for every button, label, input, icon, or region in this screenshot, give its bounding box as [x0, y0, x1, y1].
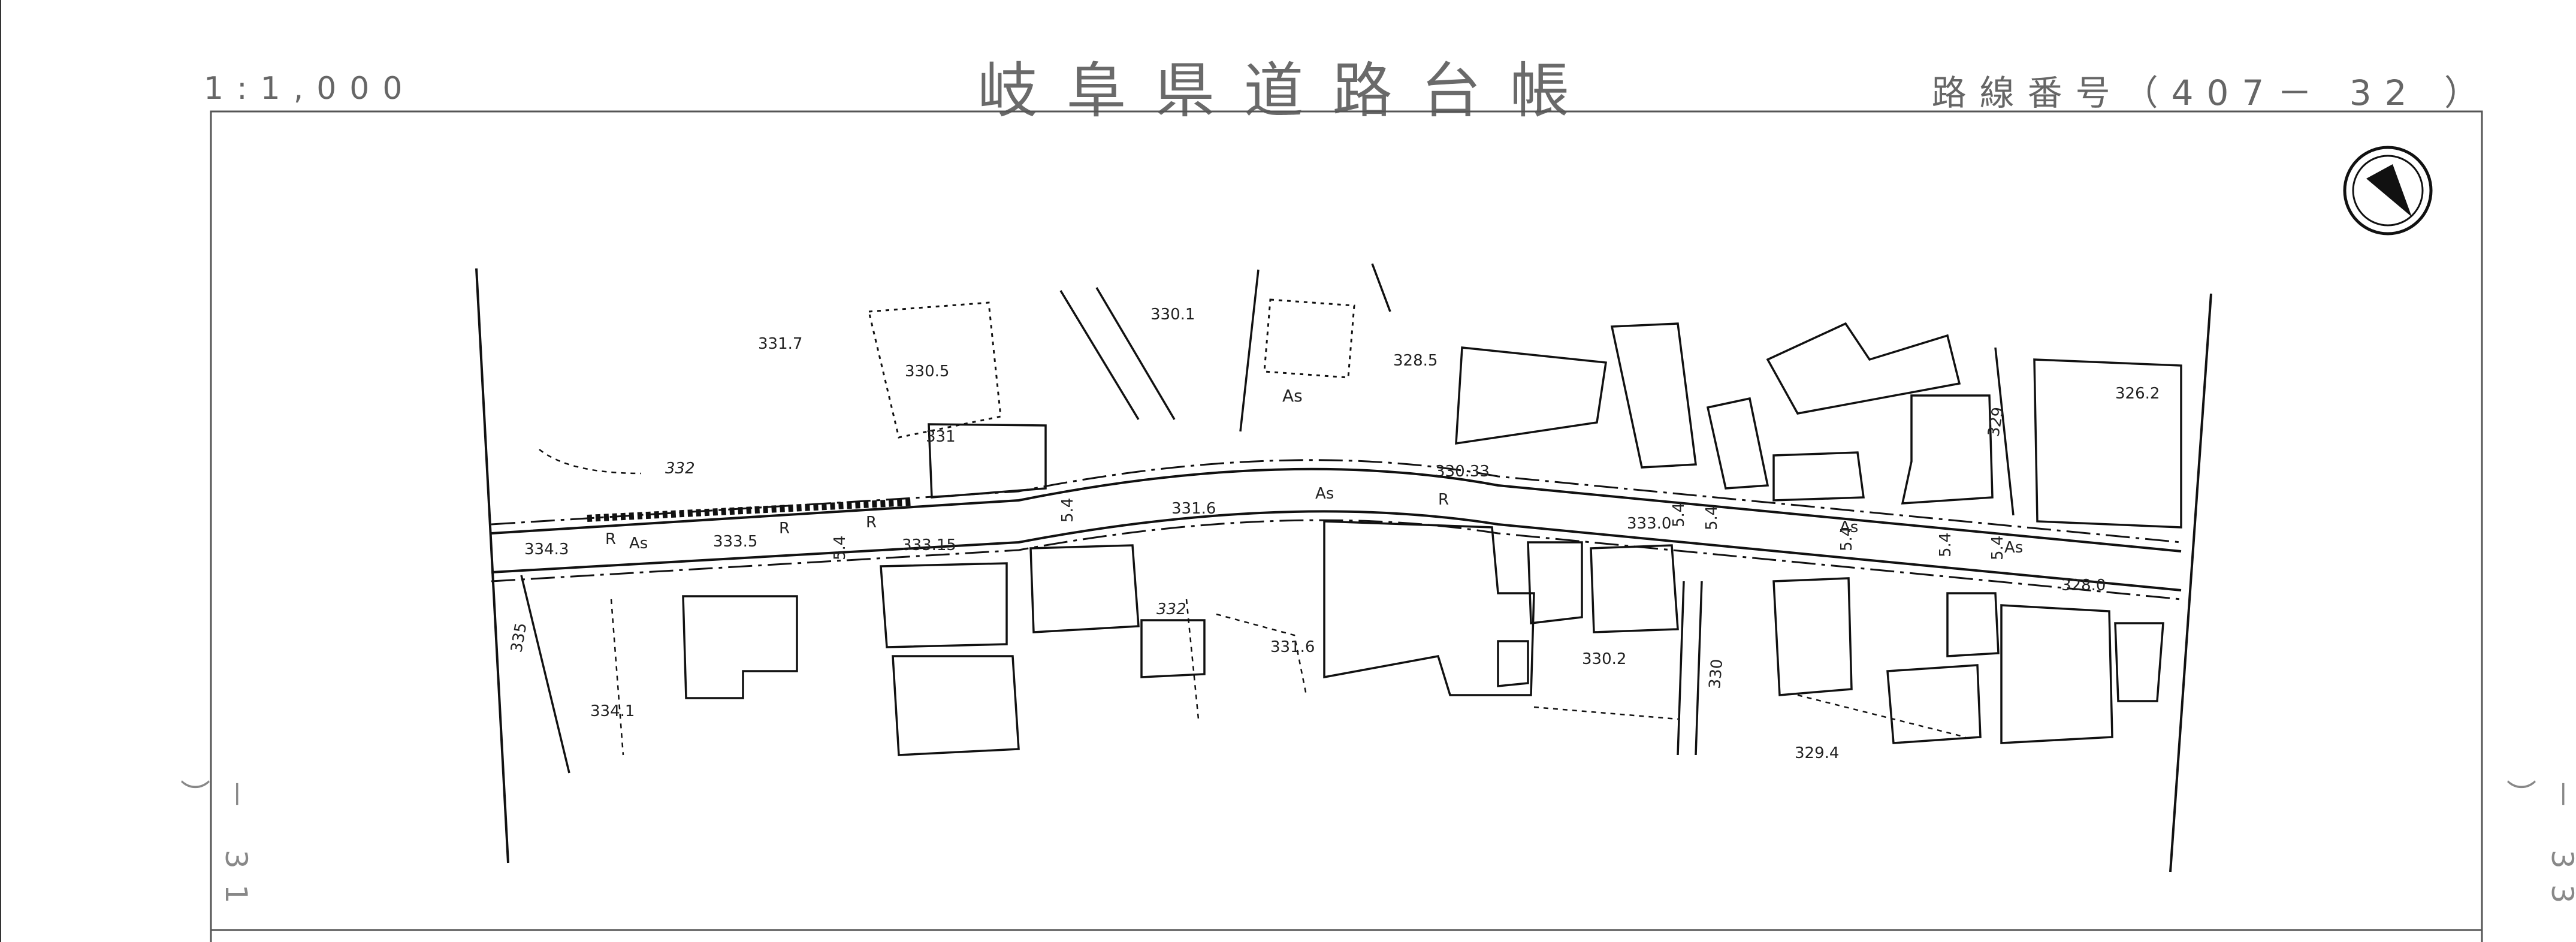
map-frame	[210, 110, 2483, 942]
adjacent-sheet-right: － 33 ）	[2502, 779, 2576, 919]
spot-elevation: 334.1	[590, 702, 635, 720]
roadside-label: R	[1438, 491, 1449, 509]
spot-elevation: 331.6	[1270, 638, 1315, 656]
width-label: 5.4	[1703, 506, 1721, 530]
spot-elevation: 331.6	[1171, 500, 1216, 518]
spot-elevation: 328.0	[2061, 576, 2106, 594]
road-surface-label: As	[1315, 485, 1334, 503]
buildings-south	[682, 520, 2164, 756]
spot-elevation: 328.5	[1393, 352, 1438, 370]
width-label: 5.4	[1838, 527, 1856, 551]
roadside-label: R	[605, 530, 616, 548]
width-label: 5.4	[1670, 503, 1688, 527]
north-arrow-icon	[2343, 146, 2433, 236]
spot-elevation: 331.7	[758, 335, 802, 353]
roadside-label: R	[866, 514, 877, 532]
spot-elevation: 330.5	[905, 363, 949, 381]
road-surface-label: As	[629, 535, 648, 552]
spot-elevation: 329.4	[1795, 744, 1839, 762]
width-label: 5.4	[831, 536, 849, 560]
spot-elevation: 334.3	[524, 541, 569, 558]
adjacent-sheet-left: － 31 ）	[176, 779, 253, 919]
spot-elevation: 330.33	[1435, 463, 1490, 481]
land-use-label: As	[1282, 386, 1303, 406]
map-scale: 1:1,000	[204, 71, 416, 107]
width-label: 5.4	[1989, 536, 2007, 560]
spot-elevation: 330.2	[1582, 650, 1626, 668]
road-centre-lines	[491, 459, 2182, 600]
spot-elevation: 333.15	[902, 536, 956, 554]
buildings-north	[928, 322, 2182, 529]
parcel-boundaries	[539, 449, 1966, 756]
spot-elevation: 330.1	[1150, 306, 1195, 324]
road-surface-label: As	[2004, 539, 2023, 557]
contour-label: 331	[926, 428, 956, 446]
road-edge-lines	[491, 467, 2182, 591]
contour-label: 330	[1706, 659, 1726, 690]
page-title: 岐阜県道路台帳	[977, 56, 1599, 126]
width-label: 5.4	[1059, 498, 1077, 523]
contour-label: 332	[665, 460, 695, 478]
spot-elevation: 333.5	[713, 533, 757, 551]
road-surface-label: As	[1840, 518, 1858, 536]
contour-label: 335	[508, 621, 530, 654]
spot-elevation: 333.0	[1627, 515, 1671, 533]
retaining-wall-hatching	[587, 499, 911, 522]
side-roads	[520, 263, 2015, 774]
map-labels: As As As As R R R R 5.4 5.4 5.4 5.4 5.4 …	[508, 306, 2160, 762]
route-number: 路線番号（407－ 32 ）	[1931, 73, 2492, 113]
roadside-label: R	[779, 520, 790, 538]
spot-elevation: 326.2	[2115, 385, 2160, 403]
width-label: 5.4	[1937, 533, 1955, 557]
contour-label: 332	[1156, 600, 1186, 618]
survey-area-outline	[475, 268, 2212, 872]
